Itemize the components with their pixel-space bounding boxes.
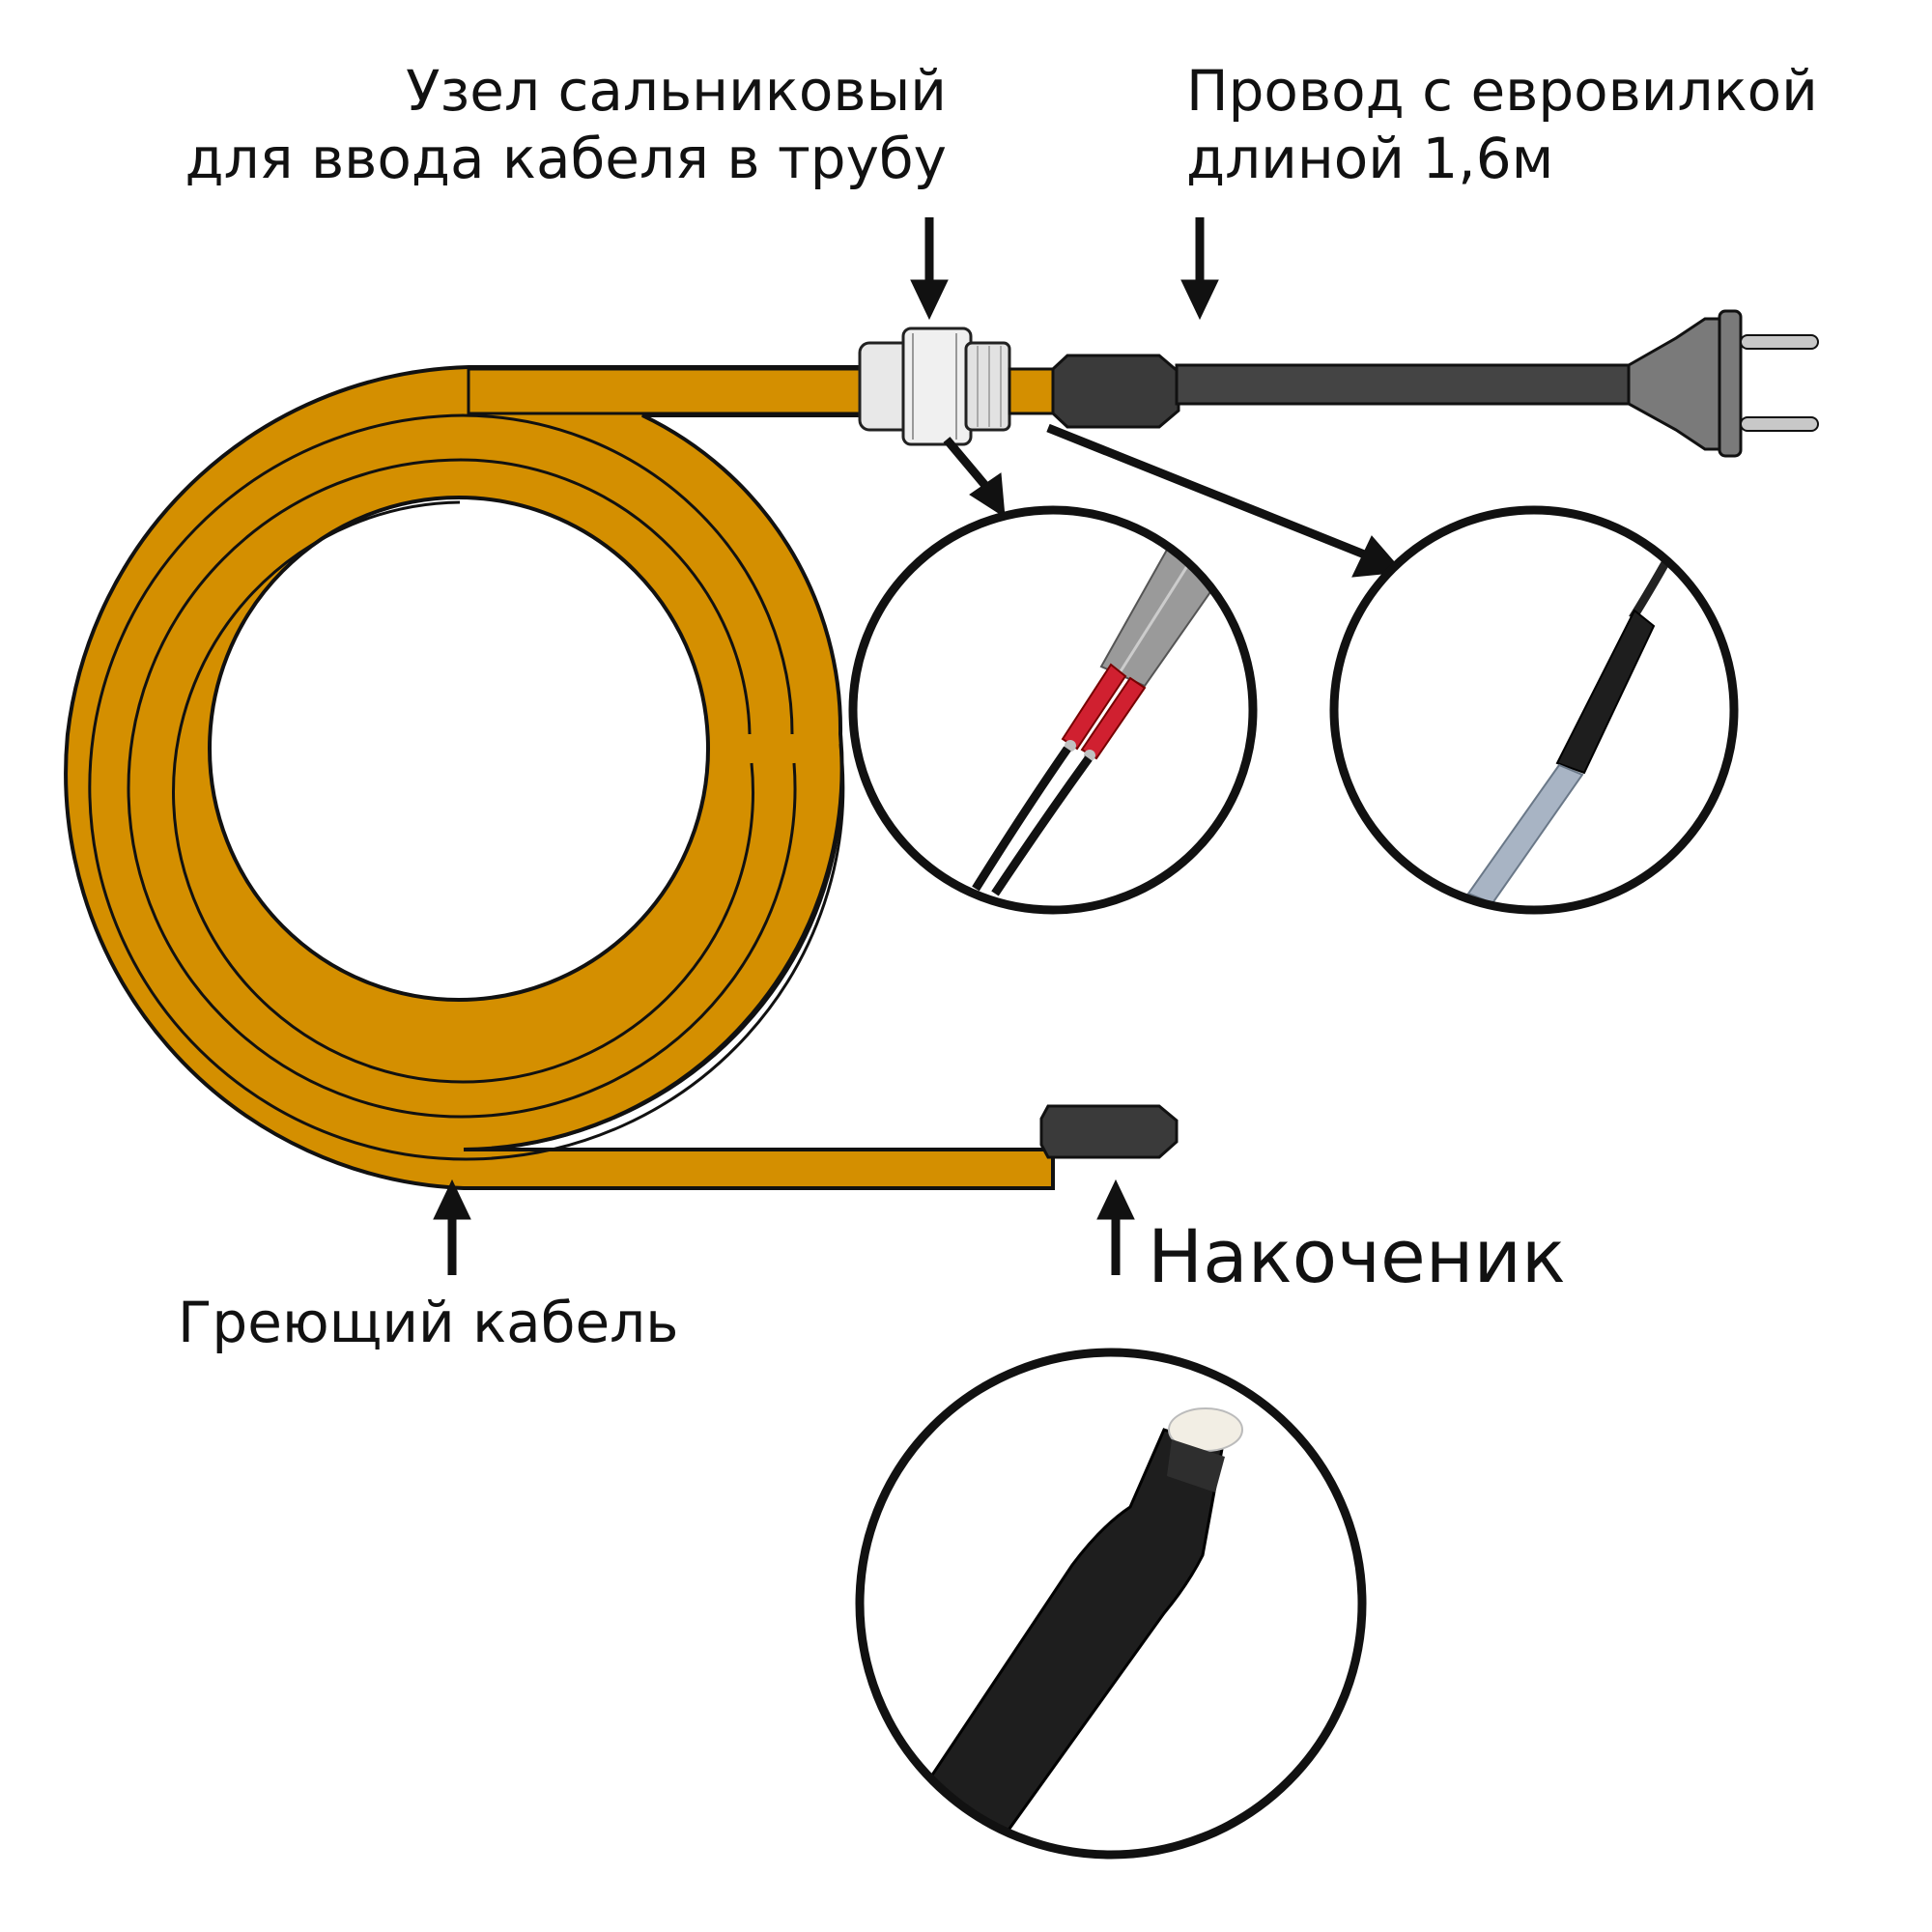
end-cap-detail: [860, 1352, 1362, 1855]
cable-after-gland: [1009, 369, 1058, 413]
heating-cable-label: Греющий кабель: [178, 1290, 678, 1357]
cord-label-line1: Провод с евровилкой: [1186, 58, 1818, 126]
gland-label-line1: Узел сальниковый: [185, 58, 948, 126]
cord-label: Провод с евровилкой длиной 1,6м: [1186, 58, 1818, 192]
end-cap: [1041, 1106, 1177, 1157]
heat-shrink-joint-detail: [1334, 510, 1734, 910]
transition-sleeve: [1053, 355, 1179, 427]
gland-label: Узел сальниковый для ввода кабеля в труб…: [185, 58, 948, 192]
euro-plug-icon: [1629, 311, 1818, 456]
gland-label-line2: для ввода кабеля в трубу: [185, 126, 948, 193]
crimp-connection-detail: [853, 510, 1253, 910]
power-cord: [1177, 365, 1631, 404]
cable-gland-icon: [860, 328, 1009, 444]
tip-label: Накоченик: [1148, 1212, 1566, 1300]
cord-label-line2: длиной 1,6м: [1186, 126, 1818, 193]
